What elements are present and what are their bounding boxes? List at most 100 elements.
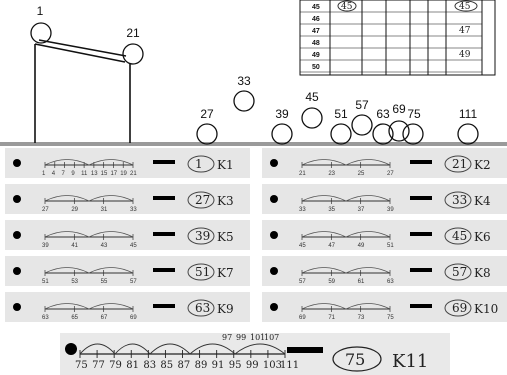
node-label: 33 bbox=[237, 74, 251, 88]
strip-dot bbox=[270, 231, 278, 239]
strip-bar bbox=[410, 304, 432, 308]
tick-label: 45 bbox=[299, 243, 306, 249]
node-circle bbox=[302, 108, 322, 128]
strip-dot bbox=[13, 159, 21, 167]
tick-label: 45 bbox=[130, 243, 137, 249]
ground-line bbox=[0, 142, 507, 146]
node-circle bbox=[331, 124, 351, 144]
tick-label: 69 bbox=[299, 315, 306, 321]
node-label: 39 bbox=[275, 107, 289, 121]
bottom-strip: 75777981838587899195991031119799101107 7… bbox=[60, 333, 450, 375]
node-label: 45 bbox=[305, 90, 319, 104]
strip-bar bbox=[153, 196, 175, 200]
strip-dot bbox=[13, 231, 21, 239]
answer-text: 63 bbox=[195, 301, 210, 315]
table-row-number: 48 bbox=[312, 40, 320, 47]
strip-bar bbox=[153, 268, 175, 272]
node-label: 75 bbox=[407, 107, 421, 121]
tick-label: 25 bbox=[358, 171, 365, 177]
tick-label: 29 bbox=[71, 207, 78, 213]
tick-label: 55 bbox=[101, 279, 108, 285]
tick-label: 41 bbox=[71, 243, 78, 249]
tick-label: 21 bbox=[130, 171, 137, 177]
tick-label: 95 bbox=[229, 360, 242, 371]
tick-label: 11 bbox=[81, 171, 88, 177]
tick-label: 75 bbox=[75, 360, 88, 371]
tick-label: 85 bbox=[160, 360, 173, 371]
table-cell: 49 bbox=[459, 50, 471, 60]
tick-label: 19 bbox=[120, 171, 127, 177]
node-label: 1 bbox=[37, 4, 44, 18]
tag-text: K8 bbox=[474, 266, 491, 280]
node-circle bbox=[197, 124, 217, 144]
tick-label: 37 bbox=[358, 207, 365, 213]
node-label: 51 bbox=[334, 107, 348, 121]
tick-label: 33 bbox=[299, 207, 306, 213]
strip-card: 3941434539K5 bbox=[5, 220, 250, 250]
tick-label: 35 bbox=[328, 207, 335, 213]
tick-label: 111 bbox=[280, 360, 299, 371]
strip-dot bbox=[270, 303, 278, 311]
answer-text: 39 bbox=[195, 229, 210, 243]
tick-label: 39 bbox=[387, 207, 394, 213]
tag-text: K1 bbox=[217, 158, 234, 172]
table-cell: 45 bbox=[459, 2, 471, 12]
tick-label: 83 bbox=[143, 360, 156, 371]
tag-text: K4 bbox=[474, 194, 491, 208]
node-circle bbox=[403, 124, 423, 144]
node-circle bbox=[352, 115, 372, 135]
strip-card: 2123252721K2 bbox=[262, 148, 507, 178]
answer-text: 69 bbox=[452, 301, 467, 315]
tick-label: 17 bbox=[110, 171, 117, 177]
strip-bar bbox=[410, 268, 432, 272]
tick-label: 63 bbox=[42, 315, 49, 321]
tick-label: 31 bbox=[101, 207, 108, 213]
tag-text: K9 bbox=[217, 302, 234, 316]
tick-label: 51 bbox=[387, 243, 394, 249]
tick-label: 57 bbox=[130, 279, 137, 285]
tick-label: 53 bbox=[71, 279, 78, 285]
tag-text: K11 bbox=[392, 351, 428, 372]
tick-label: 23 bbox=[328, 171, 335, 177]
strip-bar bbox=[287, 347, 323, 353]
tick-label: 61 bbox=[358, 279, 365, 285]
tick-label: 65 bbox=[71, 315, 78, 321]
answer-text: 21 bbox=[452, 157, 467, 171]
table-row-number: 47 bbox=[312, 28, 320, 35]
tick-label: 49 bbox=[358, 243, 365, 249]
tick-label: 27 bbox=[387, 171, 394, 177]
tick-label: 69 bbox=[130, 315, 137, 321]
tick-label: 99 bbox=[236, 333, 246, 342]
tick-label: 107 bbox=[264, 333, 279, 342]
tick-label: 51 bbox=[42, 279, 49, 285]
table-row-number: 50 bbox=[312, 64, 320, 71]
tag-text: K6 bbox=[474, 230, 491, 244]
table-cell: 47 bbox=[459, 26, 471, 36]
strip-bar bbox=[153, 232, 175, 236]
start-frame bbox=[35, 40, 130, 143]
tick-label: 73 bbox=[358, 315, 365, 321]
strip-dot bbox=[270, 159, 278, 167]
node-circle bbox=[272, 124, 292, 144]
answer-text: 51 bbox=[195, 265, 210, 279]
table-row-number: 45 bbox=[312, 4, 320, 11]
tag-text: K10 bbox=[474, 302, 498, 316]
strip-bar bbox=[153, 160, 175, 164]
tick-label: 57 bbox=[299, 279, 306, 285]
tick-label: 75 bbox=[387, 315, 394, 321]
answer-text: 75 bbox=[345, 350, 365, 369]
tick-label: 71 bbox=[328, 315, 335, 321]
tick-label: 87 bbox=[178, 360, 191, 371]
tick-label: 97 bbox=[222, 333, 232, 342]
strip-dot bbox=[13, 303, 21, 311]
node-label: 69 bbox=[392, 102, 406, 116]
answer-text: 57 bbox=[452, 265, 467, 279]
tick-label: 89 bbox=[195, 360, 208, 371]
